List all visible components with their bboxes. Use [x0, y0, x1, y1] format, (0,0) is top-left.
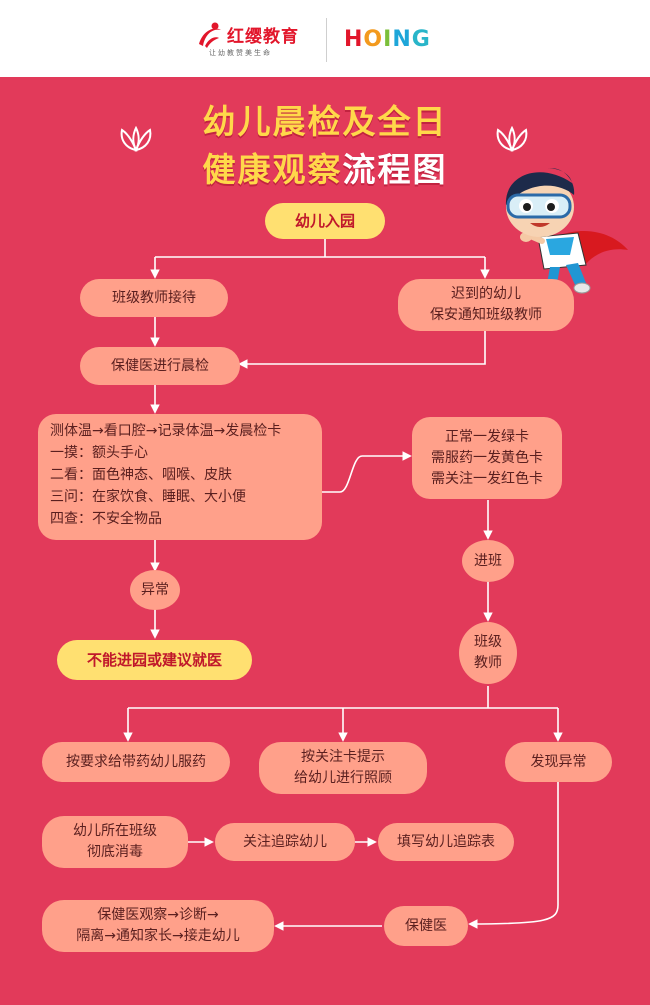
- title-line-2: 健康观察流程图: [150, 143, 500, 191]
- node-care-line1: 按关注卡提示: [301, 749, 385, 765]
- brand-letter-o: O: [363, 27, 383, 52]
- hongying-logo: 红缨教育 让幼教赞美生命: [195, 18, 315, 62]
- node-found-abnormal: 发现异常: [505, 742, 612, 782]
- logo-slogan: 让幼教赞美生命: [209, 49, 272, 57]
- node-health-doctor: 保健医: [384, 906, 468, 946]
- node-class-teacher-line2: 教师: [474, 655, 502, 671]
- title-line-2-main: 健康观察: [202, 150, 343, 189]
- node-late-child-line1: 迟到的幼儿: [451, 286, 521, 302]
- node-late-child: 迟到的幼儿 保安通知班级教师: [398, 279, 574, 331]
- hongying-logo-icon: [199, 22, 221, 48]
- header-bar: 红缨教育 让幼教赞美生命 HOING: [0, 0, 650, 77]
- node-abnormal: 异常: [130, 570, 180, 610]
- check-step: 测体温→看口腔→记录体温→发晨检卡: [50, 423, 282, 439]
- node-child-entry: 幼儿入园: [265, 203, 385, 239]
- check-step: 一摸：额头手心: [50, 445, 148, 461]
- header-divider: [326, 18, 327, 62]
- node-doctor-procedure: 保健医观察→诊断→ 隔离→通知家长→接走幼儿: [42, 900, 274, 952]
- card-rule: 正常一发绿卡: [445, 428, 529, 445]
- node-teacher-reception: 班级教师接待: [80, 279, 228, 317]
- check-step: 四查：不安全物品: [50, 511, 162, 527]
- node-track-child: 关注追踪幼儿: [215, 823, 355, 861]
- node-procedure-line1: 保健医观察→诊断→: [97, 907, 219, 923]
- hoing-logo: HOING: [344, 28, 431, 52]
- card-rule: 需关注一发红色卡: [431, 470, 543, 487]
- node-give-medicine: 按要求给带药幼儿服药: [42, 742, 230, 782]
- node-enter-class: 进班: [462, 540, 514, 582]
- brand-letter-n: N: [392, 27, 411, 52]
- brand-letter-h: H: [344, 27, 363, 52]
- title-line-2-tail: 流程图: [342, 150, 448, 189]
- title-line-1: 幼儿晨检及全日: [202, 102, 448, 141]
- node-health-check: 保健医进行晨检: [80, 347, 240, 385]
- node-care-line2: 给幼儿进行照顾: [294, 770, 392, 786]
- node-late-child-line2: 保安通知班级教师: [430, 307, 542, 323]
- node-no-entry: 不能进园或建议就医: [57, 640, 252, 680]
- node-disinfect-class: 幼儿所在班级 彻底消毒: [42, 816, 188, 868]
- node-card-issue: 正常一发绿卡 需服药一发黄色卡 需关注一发红色卡: [412, 417, 562, 499]
- node-disinfect-line1: 幼儿所在班级: [73, 823, 157, 839]
- check-step: 二看：面色神态、咽喉、皮肤: [50, 467, 232, 483]
- node-disinfect-line2: 彻底消毒: [87, 844, 143, 860]
- lotus-icon: [120, 126, 152, 152]
- node-class-teacher-line1: 班级: [474, 634, 502, 650]
- node-procedure-line2: 隔离→通知家长→接走幼儿: [76, 928, 240, 944]
- node-check-steps: 测体温→看口腔→记录体温→发晨检卡 一摸：额头手心 二看：面色神态、咽喉、皮肤 …: [38, 414, 322, 540]
- node-fill-tracking-form: 填写幼儿追踪表: [378, 823, 514, 861]
- node-care-by-card: 按关注卡提示 给幼儿进行照顾: [259, 742, 427, 794]
- brand-letter-g: G: [411, 27, 430, 52]
- card-rule: 需服药一发黄色卡: [431, 449, 543, 466]
- brand-letter-i: I: [383, 27, 392, 52]
- check-step: 三问：在家饮食、睡眠、大小便: [50, 489, 246, 505]
- lotus-icon: [496, 126, 528, 152]
- node-class-teacher: 班级 教师: [459, 622, 517, 684]
- logo-name: 红缨教育: [227, 27, 299, 47]
